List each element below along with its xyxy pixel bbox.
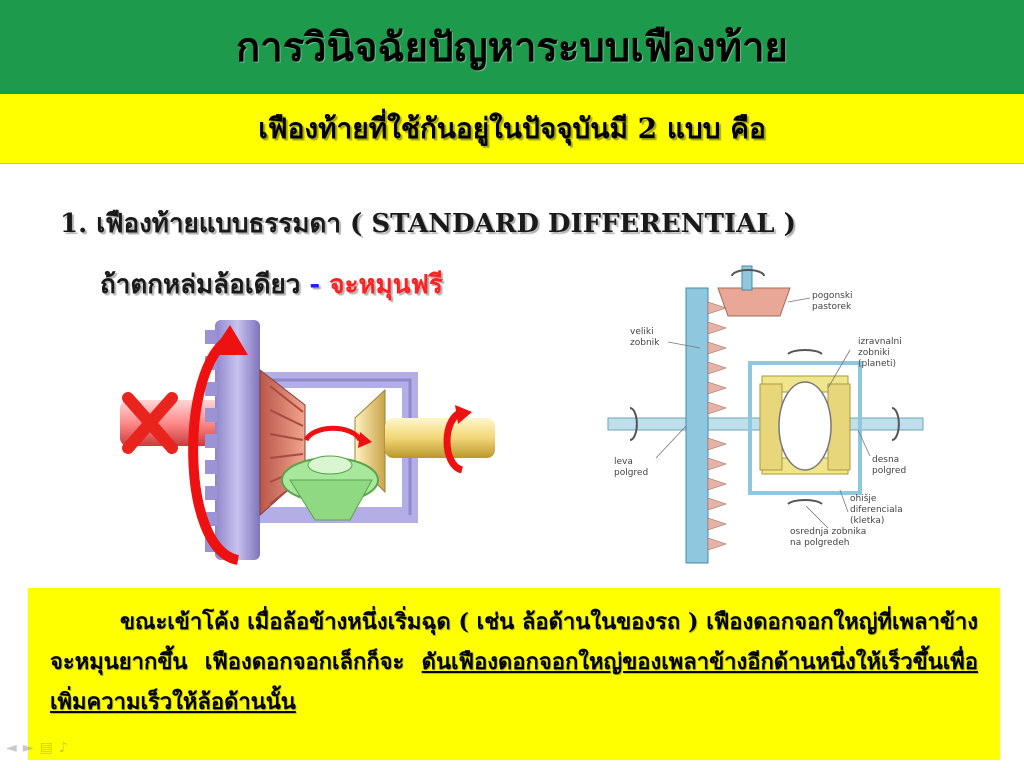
label-polgred-left: polgred (614, 468, 648, 478)
label-leva: leva (614, 457, 633, 467)
label-zobnik: zobnik (630, 338, 660, 348)
title-bar: การวินิจฉัยปัญหาระบบเฟืองท้าย (0, 0, 1024, 94)
label-pogonski: pogonski (812, 291, 853, 301)
label-pastorek: pastorek (812, 302, 852, 312)
label-na-polgredeh: na polgredeh (790, 538, 850, 548)
label-veliki: veliki (630, 327, 654, 337)
explanation-text: ขณะเข้าโค้ง เมื่อล้อข้างหนึ่งเริ่มฉุด ( … (50, 602, 978, 722)
label-kletka: (kletka) (850, 516, 884, 526)
sound-icon[interactable]: ♪ (58, 740, 68, 756)
condition-text: ถ้าตกหล่มล้อเดียว (100, 270, 301, 300)
differential-illustration (120, 320, 495, 565)
subtitle-bar: เฟืองท้ายที่ใช้กันอยู่ในปัจจุบันมี 2 แบบ… (0, 94, 1024, 164)
slide-subtitle: เฟืองท้ายที่ใช้กันอยู่ในปัจจุบันมี 2 แบบ… (258, 111, 766, 145)
menu-icon[interactable]: ▤ (39, 740, 53, 756)
label-izravnalni: izravnalni (858, 337, 902, 347)
label-desna: desna (872, 455, 899, 465)
section-heading: 1. เฟืองท้ายแบบธรรมดา ( STANDARD DIFFERE… (60, 209, 796, 239)
slide-title: การวินิจฉัยปัญหาระบบเฟืองท้าย (236, 24, 788, 71)
condition-heading: ถ้าตกหล่มล้อเดียว - จะหมุนฟรี (100, 264, 600, 305)
cross-icon (122, 392, 178, 454)
next-icon[interactable]: ► (22, 740, 34, 756)
prev-icon[interactable]: ◄ (6, 740, 17, 756)
explanation-part1: ขณะเข้าโค้ง เมื่อล้อข้างหนึ่งเริ่มฉุด ( … (50, 609, 978, 675)
differential-schematic: pogonski pastorek veliki zobnik izravnal… (600, 258, 930, 566)
label-planeti: (planeti) (858, 359, 896, 369)
slide-nav: ◄ ► ▤ ♪ (6, 740, 68, 756)
condition-result: จะหมุนฟรี (329, 270, 443, 300)
label-polgred-right: polgred (872, 466, 906, 476)
label-diferenciala: diferenciala (850, 505, 903, 515)
label-zobniki: zobniki (858, 348, 890, 358)
label-osrednja: osrednja zobnika (790, 527, 866, 537)
explanation-part2: ดันเฟืองดอกจอกใหญ่ของเพลาข้างอีกด้านหนึ่… (50, 649, 978, 715)
explanation-box: ขณะเข้าโค้ง เมื่อล้อข้างหนึ่งเริ่มฉุด ( … (28, 588, 1000, 760)
condition-dash: - (300, 270, 330, 300)
label-ohisje: ohišje (850, 493, 877, 504)
